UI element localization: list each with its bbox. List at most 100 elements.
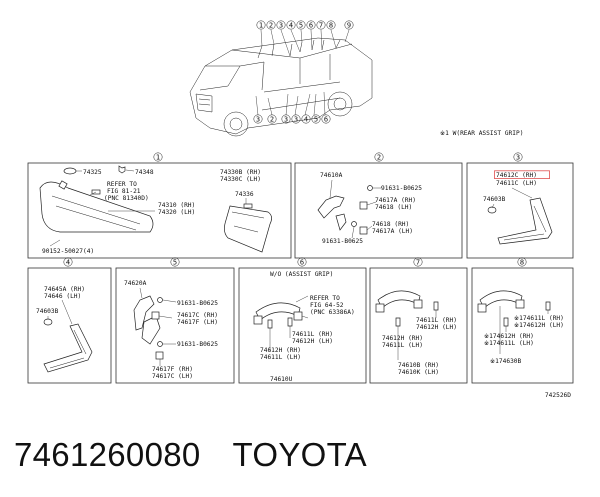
panel-number: 2 — [377, 154, 381, 162]
callout-label: 3 — [294, 116, 298, 124]
part-number: 74611L (LH) — [382, 342, 423, 349]
part-number: 74330C (LH) — [220, 176, 261, 183]
panel-4: 4 74645A (RH) 74646 (LH) 74603B — [27, 257, 112, 384]
part-number: 74325 — [83, 169, 102, 176]
clip-74348 — [118, 165, 126, 174]
part-number: 74603B — [483, 196, 506, 203]
door-lines — [261, 81, 341, 111]
pillar-trim-74612C — [497, 197, 553, 245]
clip-74325 — [63, 167, 77, 175]
callout-label: 3 — [256, 116, 260, 124]
callout-label: 2 — [269, 22, 273, 30]
part-number: 74336 — [235, 191, 254, 198]
vehicle-overview — [189, 29, 373, 137]
panel-5: 5 74620A 91631-B0625 74617C (RH) 74617F … — [115, 257, 235, 384]
parts-diagram: 1 2 3 4 5 6 7 8 9 3 2 3 3 4 5 6 ※1 W(REA… — [27, 20, 574, 399]
condition-label: W/O (ASSIST GRIP) — [270, 271, 333, 278]
callout-label: 4 — [304, 116, 308, 124]
sun-visor-74330B — [224, 205, 272, 253]
callout-label: 8 — [329, 22, 333, 30]
panel-number: 7 — [416, 259, 420, 267]
refer-label: REFER TO — [310, 295, 340, 302]
part-number: 74610B (RH) — [398, 362, 439, 369]
part-number: 74612H (RH) — [382, 335, 423, 342]
part-number: 74610U — [270, 376, 293, 383]
pillar-trim-74620A — [133, 295, 155, 331]
pillar-trim-74645A — [43, 323, 93, 373]
refer-label: (PNC 63386A) — [310, 309, 355, 316]
front-wheel — [223, 111, 249, 137]
part-number: 74330B (RH) — [220, 169, 261, 176]
vehicle-body-outline — [189, 37, 373, 135]
panel-frame — [115, 267, 235, 384]
panel-frame — [369, 267, 468, 384]
part-number: 74620A — [124, 280, 147, 287]
part-number: 74603B — [36, 308, 59, 315]
panel-6: 6 W/O (ASSIST GRIP) REFER TO FIG 64-52 (… — [238, 257, 367, 384]
windshield — [199, 61, 265, 91]
part-number: 74617A (LH) — [372, 228, 413, 235]
panel-frame — [27, 267, 112, 384]
part-number: 74617C (LH) — [152, 373, 193, 380]
panel-2: 2 74610A 91631-B0625 74617A (RH) 74618 (… — [294, 152, 463, 259]
part-number: ※174612H (LH) — [514, 322, 564, 329]
part-number: 74618 (RH) — [372, 221, 409, 228]
part-number: 74611L (RH) — [292, 331, 333, 338]
refer-label: FIG 81-21 — [107, 188, 141, 195]
panel-7: 7 74611L (RH) 74612H (LH) 74612H (RH) 74… — [369, 257, 468, 384]
callout-label: 4 — [289, 22, 293, 30]
panel-frame — [466, 162, 574, 259]
part-number: 91631-B0625 — [322, 238, 363, 245]
panel-1: 1 74325 74348 REFER TO FIG 81-21 (PNC 81… — [27, 152, 292, 259]
part-number: 74617F (RH) — [152, 366, 193, 373]
part-number: 74612C (RH) — [496, 172, 537, 179]
trim-hints — [257, 39, 341, 59]
pillar-lines — [261, 54, 331, 91]
panel-8: 8 ※174611L (RH) ※174612H (LH) ※174612H (… — [471, 257, 574, 384]
part-number: 91631-B0625 — [177, 300, 218, 307]
part-number: 74611C (LH) — [496, 180, 537, 187]
refer-label: REFER TO — [107, 181, 137, 188]
callout-label: 1 — [259, 22, 263, 30]
part-number: 74348 — [135, 169, 154, 176]
part-number: 74612H (RH) — [260, 347, 301, 354]
panel-number: 8 — [520, 259, 524, 267]
part-number: 91631-B0625 — [381, 185, 422, 192]
callout-label: 2 — [270, 116, 274, 124]
part-number: 74646 (LH) — [44, 293, 81, 300]
assist-grip-74610U — [255, 302, 301, 321]
callout-label: 6 — [324, 116, 328, 124]
diagram-code: 742526D — [545, 392, 571, 399]
grille — [195, 93, 213, 113]
callouts-top: 1 2 3 4 5 6 7 8 9 — [256, 20, 354, 30]
part-number: 74617C (RH) — [177, 312, 218, 319]
panel-number: 1 — [156, 154, 160, 162]
refer-label: FIG 64-52 — [310, 302, 344, 309]
part-number: 74617A (RH) — [375, 197, 416, 204]
refer-label: (PNC 81340D) — [104, 195, 149, 202]
callout-label: 9 — [347, 22, 351, 30]
callout-label: 3 — [279, 22, 283, 30]
part-number: ※174611L (RH) — [514, 315, 564, 322]
callout-label: 3 — [284, 116, 288, 124]
part-number: 74645A (RH) — [44, 286, 85, 293]
panel-frame — [294, 162, 463, 259]
part-number: 74618 (LH) — [375, 204, 412, 211]
panel-frame — [238, 267, 367, 384]
highlight-box — [494, 170, 550, 180]
part-number: 74310 (RH) — [158, 202, 195, 209]
part-number-caption: 7461260080 — [14, 436, 201, 473]
part-number: 74611L (LH) — [260, 354, 301, 361]
part-number: ※174612H (RH) — [484, 333, 534, 340]
callout-label: 5 — [314, 116, 318, 124]
part-number: 74617F (LH) — [177, 319, 218, 326]
callouts-bottom: 3 2 3 3 4 5 6 — [253, 114, 331, 124]
part-number: 91631-B0625 — [177, 341, 218, 348]
panel-frame — [27, 162, 292, 259]
roof-line — [231, 43, 353, 59]
rear-wheel — [327, 91, 353, 117]
panel-number: 5 — [173, 259, 177, 267]
part-number: 74320 (LH) — [158, 209, 195, 216]
panel-number: 3 — [516, 154, 520, 162]
